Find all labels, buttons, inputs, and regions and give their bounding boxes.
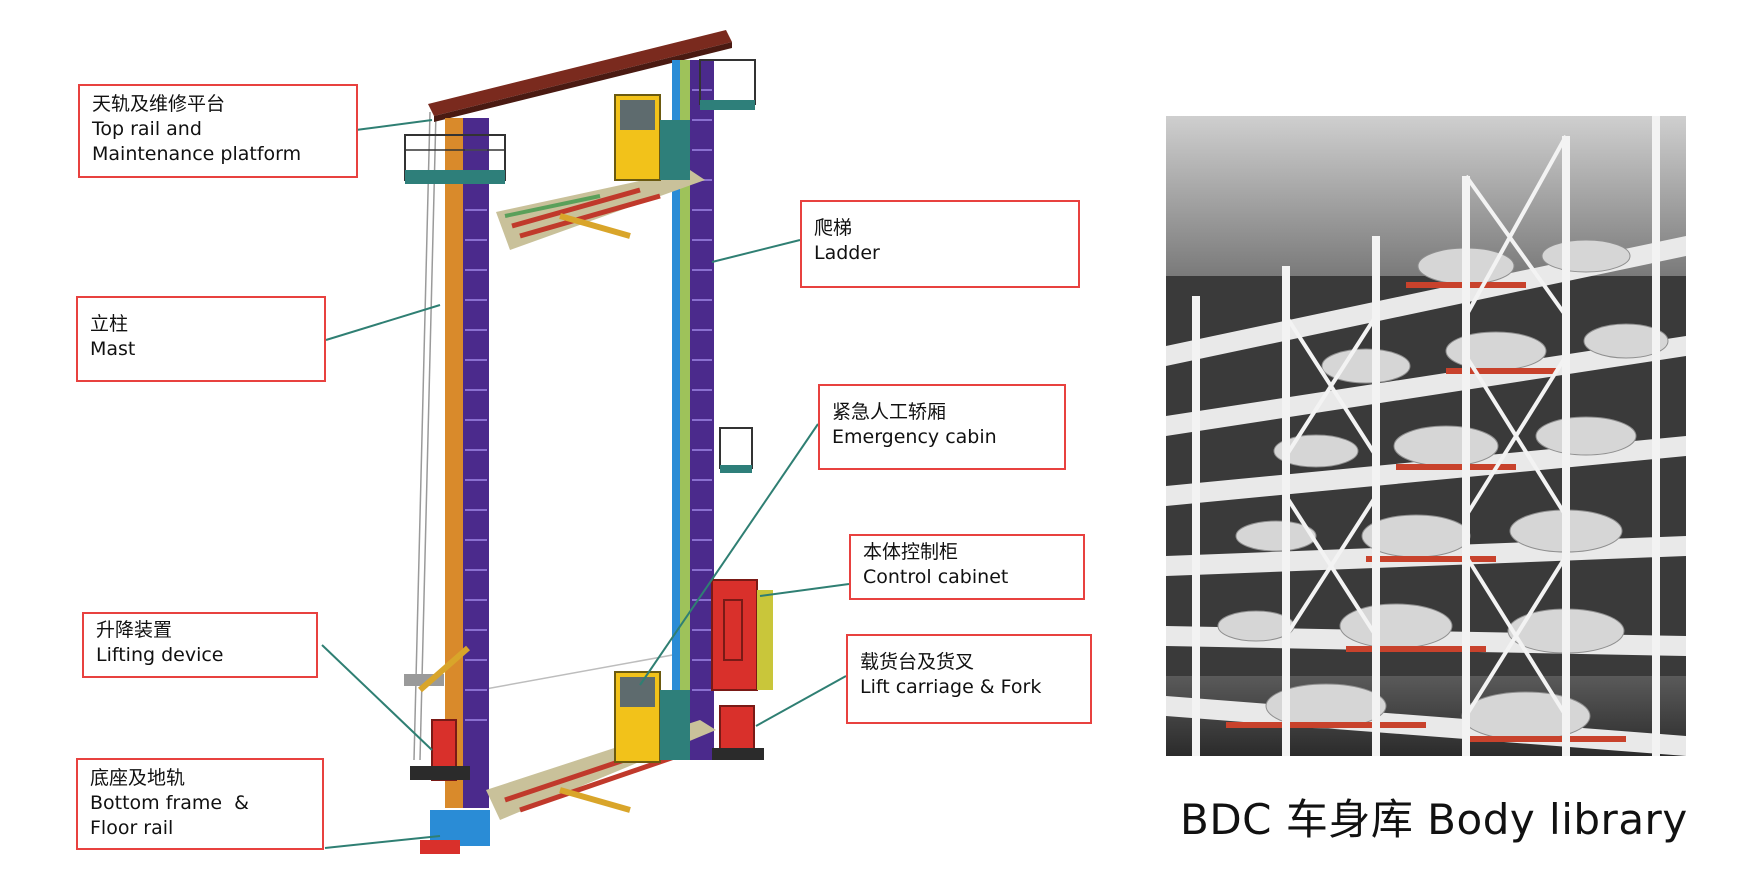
callout-emergency-cabin: 紧急人工轿厢 Emergency cabin (818, 384, 1066, 470)
callout-lifting-device-zh: 升降装置 (96, 619, 173, 641)
callout-lift-carriage: 载货台及货叉 Lift carriage & Fork (846, 634, 1092, 724)
callout-top-rail-zh: 天轨及维修平台 (92, 93, 226, 115)
leader-lines (321, 119, 850, 849)
callout-ladder-zh: 爬梯 (814, 217, 853, 239)
callout-lift-carriage-en: Lift carriage & Fork (860, 676, 1042, 698)
callout-top-rail-en-line2: Maintenance platform (92, 143, 302, 165)
callout-mast-zh: 立柱 (90, 313, 129, 335)
callout-top-rail-en-line1: Top rail and (92, 118, 202, 140)
body-library-photo (1166, 116, 1686, 756)
callout-ladder: 爬梯 Ladder (800, 200, 1080, 288)
callout-mast: 立柱 Mast (76, 296, 326, 382)
callout-lift-carriage-zh: 载货台及货叉 (860, 651, 975, 673)
callout-control-cabinet-zh: 本体控制柜 (863, 541, 959, 563)
callout-bottom-frame-zh: 底座及地轨 (90, 767, 186, 789)
callout-lifting-device-en: Lifting device (96, 644, 224, 666)
callout-bottom-frame: 底座及地轨 Bottom frame & Floor rail (76, 758, 324, 850)
photo-caption: BDC 车身库 Body library (1180, 795, 1688, 844)
callout-lifting-device: 升降装置 Lifting device (82, 612, 318, 678)
callout-bottom-frame-en-line2: Floor rail (90, 817, 174, 839)
callout-bottom-frame-en-line1: Bottom frame & (90, 792, 249, 814)
callout-control-cabinet: 本体控制柜 Control cabinet (849, 534, 1085, 600)
callout-mast-en: Mast (90, 338, 136, 360)
callout-top-rail: 天轨及维修平台 Top rail and Maintenance platfor… (78, 84, 358, 178)
callout-emergency-cabin-en: Emergency cabin (832, 426, 997, 448)
callout-control-cabinet-en: Control cabinet (863, 566, 1009, 588)
callout-emergency-cabin-zh: 紧急人工轿厢 (832, 401, 947, 423)
callout-ladder-en: Ladder (814, 242, 880, 264)
